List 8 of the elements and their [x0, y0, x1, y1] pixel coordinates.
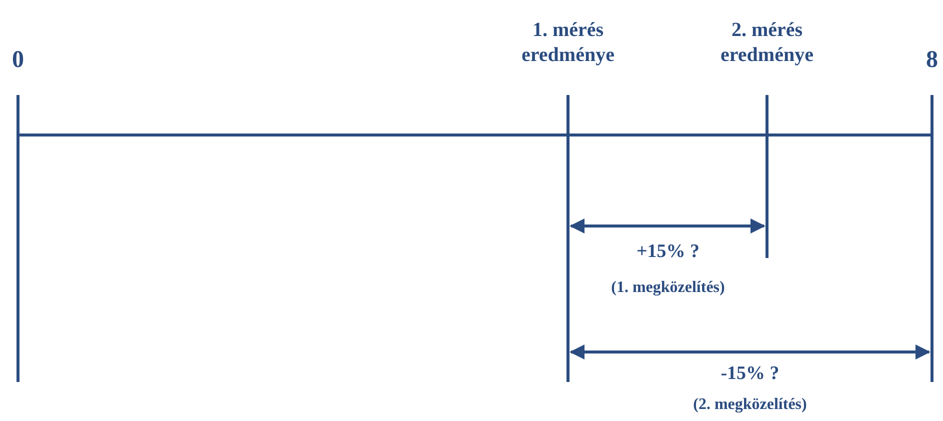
note-text: (2. megközelítés) [692, 395, 808, 415]
tick-label: 0 [11, 46, 25, 75]
tick-label: 8 [925, 46, 939, 75]
percentage-label: -15% ? [720, 362, 780, 386]
note-text: (1. megközelítés) [610, 278, 726, 298]
percentage-label: +15% ? [635, 240, 701, 264]
measurement-label: 2. mérés eredménye [720, 18, 814, 68]
measurement-label: 1. mérés eredménye [520, 18, 616, 68]
